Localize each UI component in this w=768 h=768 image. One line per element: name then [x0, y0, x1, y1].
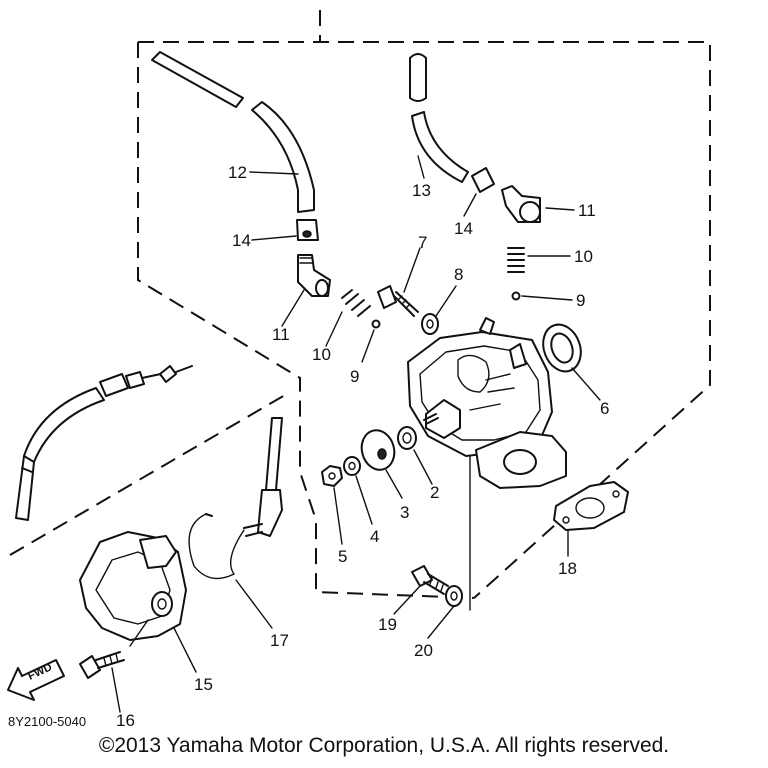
- part-11-elbow-right: [501, 185, 541, 223]
- callout-8: 8: [454, 265, 463, 284]
- part-13-hose: [409, 53, 469, 183]
- part-16-bolt: [79, 651, 125, 679]
- callout-20: 20: [414, 641, 433, 660]
- diagram-code: 8Y2100-5040: [8, 714, 86, 729]
- part-19-bolt: [411, 565, 449, 595]
- callout-4: 4: [370, 527, 379, 546]
- part-4-washer: [343, 456, 361, 476]
- callout-11-right: 11: [578, 201, 596, 220]
- part-20-washer: [445, 585, 463, 607]
- part-14-clamp-right: [471, 167, 495, 193]
- callout-16: 16: [116, 711, 135, 730]
- part-10-spring-right: [507, 247, 525, 273]
- callout-10-right: 10: [574, 247, 593, 266]
- callout-6: 6: [600, 399, 609, 418]
- part-10-spring-left: [341, 289, 371, 317]
- part-12-hose: [151, 51, 315, 213]
- part-8-washer: [421, 313, 439, 335]
- part-1-oil-pump-body: [407, 317, 567, 489]
- callout-13: 13: [412, 181, 431, 200]
- fwd-arrow-icon: FWD: [7, 659, 65, 701]
- callout-18: 18: [558, 559, 577, 578]
- assembly-boundary: [137, 10, 711, 599]
- cable-boundary: [9, 394, 286, 556]
- part-17-cable: [188, 417, 283, 580]
- callout-17: 17: [270, 631, 289, 650]
- callout-9-right: 9: [576, 291, 585, 310]
- callout-10-left: 10: [312, 345, 331, 364]
- callout-14-right: 14: [454, 219, 473, 238]
- callout-7: 7: [418, 233, 427, 252]
- copyright-notice: ©2013 Yamaha Motor Corporation, U.S.A. A…: [98, 734, 670, 757]
- callout-3: 3: [400, 503, 409, 522]
- pump-cable: [15, 365, 193, 521]
- callout-5: 5: [338, 547, 347, 566]
- callouts: 12 14 11 13 14 11 10 9 7 8 10 9 6 2 3 4 …: [116, 163, 609, 730]
- part-5-nut: [321, 465, 343, 487]
- callout-14-left: 14: [232, 231, 251, 250]
- callout-9-left: 9: [350, 367, 359, 386]
- part-3-plate: [360, 429, 396, 471]
- callout-19: 19: [378, 615, 397, 634]
- callout-12: 12: [228, 163, 247, 182]
- part-15-pump-cover: [79, 531, 187, 641]
- part-14-clamp: [296, 219, 319, 241]
- part-18-gasket: [553, 481, 629, 531]
- part-9-ball-left: [371, 319, 381, 329]
- callout-15: 15: [194, 675, 213, 694]
- part-9-ball-right: [511, 291, 521, 301]
- part-11-elbow-fitting: [297, 254, 331, 297]
- part-7-screw: [377, 285, 419, 317]
- part-2-washer: [397, 426, 417, 450]
- callout-11-left: 11: [272, 325, 290, 344]
- leader-lines: [111, 155, 601, 713]
- callout-2: 2: [430, 483, 439, 502]
- part-6-oil-seal: [542, 323, 582, 373]
